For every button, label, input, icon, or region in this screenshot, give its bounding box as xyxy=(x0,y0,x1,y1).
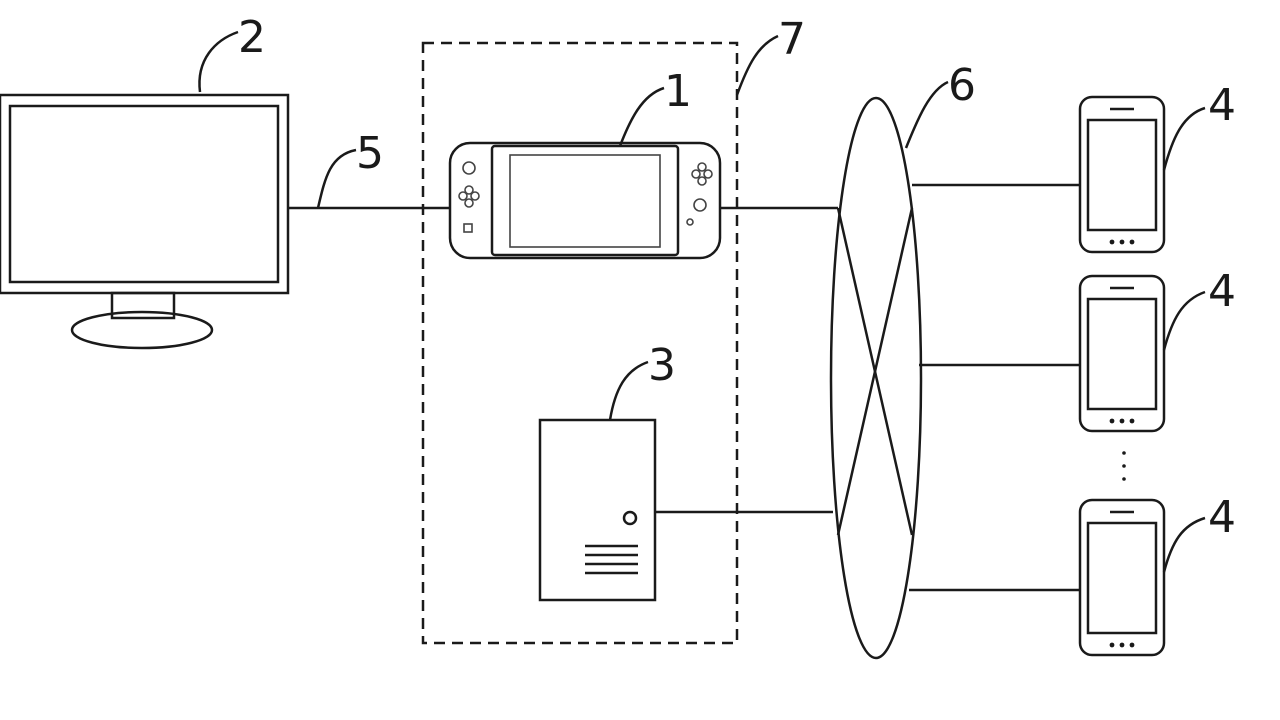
label-cable: 5 xyxy=(356,128,384,179)
ellipsis-dots xyxy=(1122,451,1126,481)
leader-line xyxy=(1162,106,1206,171)
label-terminal: 4 xyxy=(1208,492,1236,543)
leader-line xyxy=(198,30,239,93)
game-console-icon xyxy=(448,141,722,260)
label-network: 6 xyxy=(948,60,976,111)
leader-line xyxy=(1162,516,1206,573)
label-group: 7 xyxy=(778,14,806,65)
label-monitor: 2 xyxy=(238,12,266,63)
phone-icon xyxy=(1078,95,1166,254)
monitor-icon xyxy=(0,93,290,350)
leader-line xyxy=(608,360,649,421)
label-game-device: 1 xyxy=(664,66,692,117)
phone-icon xyxy=(1078,498,1166,657)
leader-line xyxy=(904,80,949,149)
label-terminal: 4 xyxy=(1208,266,1236,317)
label-terminal: 4 xyxy=(1208,80,1236,131)
leader-line xyxy=(618,86,665,147)
network-icon xyxy=(829,96,923,660)
leader-line xyxy=(735,34,779,96)
server-icon xyxy=(538,418,657,602)
leader-line xyxy=(1162,290,1206,351)
phone-icon xyxy=(1078,274,1166,433)
leader-line xyxy=(316,148,357,209)
group-boundary xyxy=(421,41,739,645)
label-server: 3 xyxy=(648,340,676,391)
